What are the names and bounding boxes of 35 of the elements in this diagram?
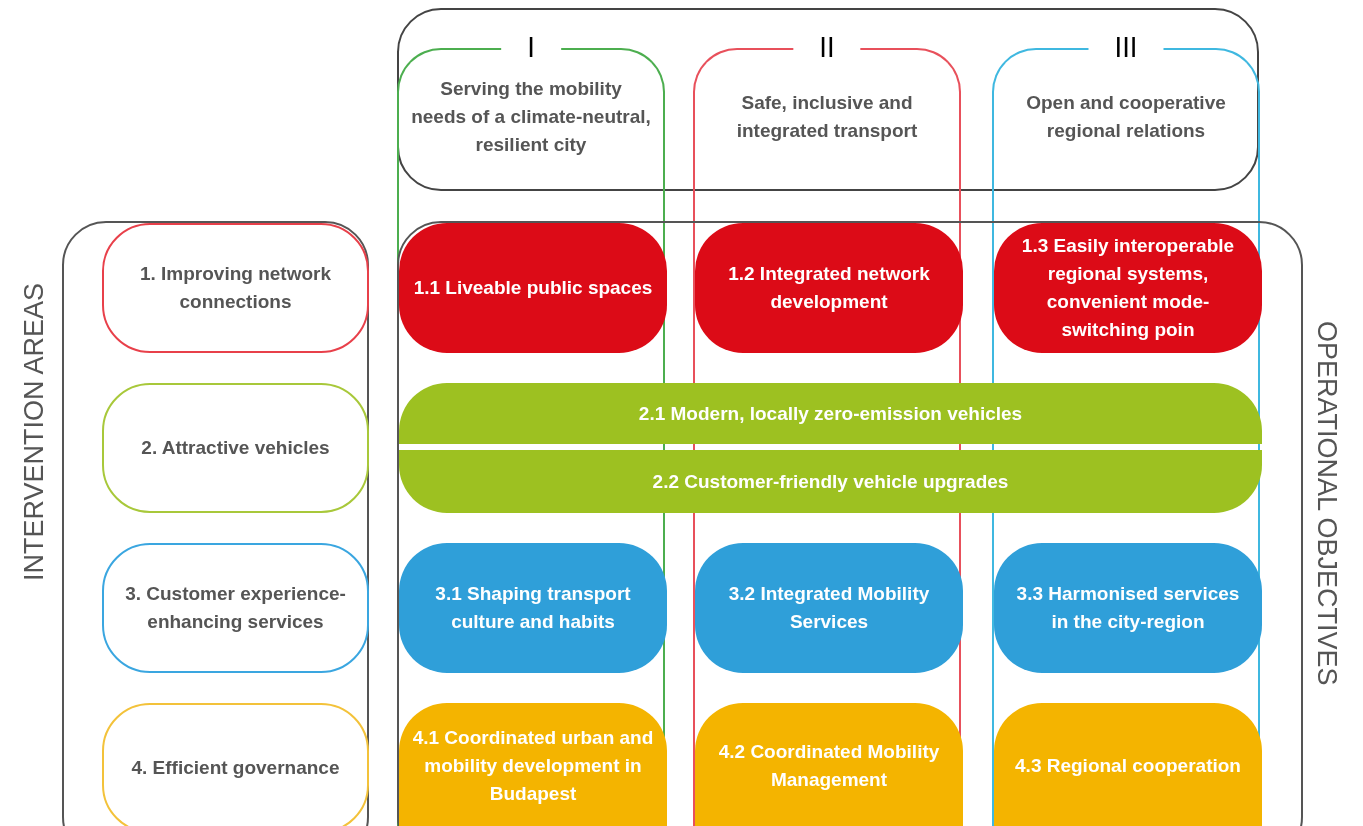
objective-box	[399, 223, 667, 353]
intervention-area-box	[102, 543, 369, 673]
objective-label: 2.2 Customer-friendly vehicle upgrades	[651, 469, 1010, 494]
objective-label: 4.2 Coordinated Mobility Management	[717, 739, 941, 792]
goal-text: Serving the mobility needs of a climate-neutral, resilient city	[411, 77, 651, 157]
objective-box	[994, 703, 1262, 826]
objective-label: 1.2 Integrated network development	[727, 262, 931, 314]
area-label: 1. Improving network connections	[138, 262, 333, 314]
objective-box	[695, 223, 963, 353]
area-label: 2. Attractive vehicles	[140, 436, 331, 460]
area-label: 4. Efficient governance	[130, 756, 341, 780]
objective-box	[994, 543, 1262, 673]
goal-text: Safe, inclusive and integrated transport	[735, 91, 919, 143]
objective-box	[695, 703, 963, 826]
intervention-area-box	[102, 223, 369, 353]
objective-label: 1.1 Liveable public spaces	[412, 276, 654, 300]
objective-box	[695, 543, 963, 673]
objective-box	[994, 223, 1262, 353]
area-label: 3. Customer experience-enhancing services	[124, 582, 347, 634]
goal-text: Open and cooperative regional relations	[1025, 91, 1227, 143]
objective-label: 3.3 Harmonised services in the city-region	[1015, 582, 1241, 634]
intervention-area-box	[102, 703, 369, 826]
objective-box	[399, 703, 667, 826]
objective-label: 4.3 Regional cooperation	[1014, 753, 1242, 778]
objective-label: 1.3 Easily interoperable regional systems, convenient mode-switching poin	[1020, 234, 1236, 342]
objective-box	[399, 450, 1262, 513]
objective-label: 4.1 Coordinated urban and mobility development in Budapest	[411, 725, 655, 806]
section-heading: INTERVENTION AREAS	[18, 283, 50, 582]
objective-label: 3.2 Integrated Mobility Services	[727, 582, 931, 634]
objective-label: 3.1 Shaping transport culture and habits	[434, 582, 632, 634]
objective-box	[399, 383, 1262, 444]
objective-box	[399, 543, 667, 673]
objective-label: 2.1 Modern, locally zero-emission vehicles	[637, 401, 1024, 426]
intervention-area-box	[102, 383, 369, 513]
section-heading: OPERATIONAL OBJECTIVES	[1311, 321, 1343, 686]
